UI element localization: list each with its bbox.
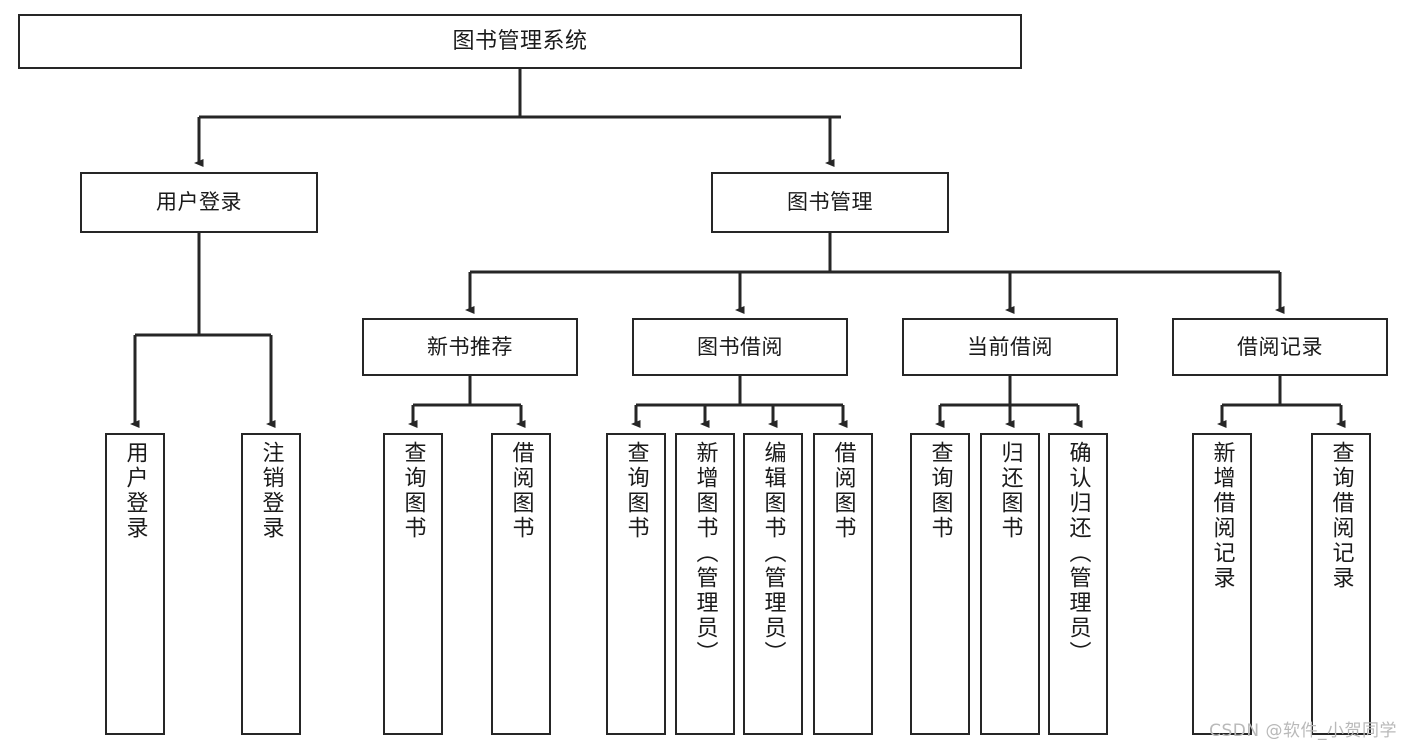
node-label: 当前借阅 <box>967 334 1053 359</box>
node-label: 用户登录 <box>122 441 148 541</box>
node-label: 用户登录 <box>156 190 242 215</box>
node-label: 编辑图书（管理员） <box>760 441 786 666</box>
node-leaf-add-borrow-record[interactable]: 新增借阅记录 <box>1192 433 1252 735</box>
node-label: 图书管理 <box>787 190 873 215</box>
node-leaf-user-login[interactable]: 用户登录 <box>105 433 165 735</box>
node-label: 查询图书 <box>927 441 953 541</box>
node-label: 查询借阅记录 <box>1328 441 1354 591</box>
node-book-borrow[interactable]: 图书借阅 <box>632 318 848 376</box>
node-label: 借阅记录 <box>1237 334 1323 359</box>
node-label: 归还图书 <box>997 441 1023 541</box>
node-label: 查询图书 <box>623 441 649 541</box>
node-current-borrow[interactable]: 当前借阅 <box>902 318 1118 376</box>
node-label: 确认归还（管理员） <box>1065 441 1091 666</box>
node-label: 新增图书（管理员） <box>692 441 718 666</box>
node-label: 借阅图书 <box>508 441 534 541</box>
node-leaf-query-book-current[interactable]: 查询图书 <box>910 433 970 735</box>
node-user-login[interactable]: 用户登录 <box>80 172 318 233</box>
node-book-management[interactable]: 图书管理 <box>711 172 949 233</box>
node-leaf-query-borrow-record[interactable]: 查询借阅记录 <box>1311 433 1371 735</box>
node-leaf-borrow-book-new[interactable]: 借阅图书 <box>491 433 551 735</box>
node-label: 新增借阅记录 <box>1209 441 1235 591</box>
node-borrow-records[interactable]: 借阅记录 <box>1172 318 1388 376</box>
node-leaf-query-book-borrow[interactable]: 查询图书 <box>606 433 666 735</box>
node-leaf-add-book-admin[interactable]: 新增图书（管理员） <box>675 433 735 735</box>
node-label: 新书推荐 <box>427 334 513 359</box>
csdn-watermark: CSDN @软件_小贺同学 <box>1209 721 1397 741</box>
node-leaf-borrow-book[interactable]: 借阅图书 <box>813 433 873 735</box>
node-label: 注销登录 <box>258 441 284 541</box>
node-label: 图书借阅 <box>697 334 783 359</box>
node-new-book-recommend[interactable]: 新书推荐 <box>362 318 578 376</box>
node-leaf-return-book[interactable]: 归还图书 <box>980 433 1040 735</box>
node-leaf-logout[interactable]: 注销登录 <box>241 433 301 735</box>
node-leaf-edit-book-admin[interactable]: 编辑图书（管理员） <box>743 433 803 735</box>
node-leaf-query-book-new[interactable]: 查询图书 <box>383 433 443 735</box>
node-label: 图书管理系统 <box>452 28 588 54</box>
node-label: 借阅图书 <box>830 441 856 541</box>
node-leaf-confirm-return-admin[interactable]: 确认归还（管理员） <box>1048 433 1108 735</box>
node-root-system[interactable]: 图书管理系统 <box>18 14 1022 69</box>
node-label: 查询图书 <box>400 441 426 541</box>
